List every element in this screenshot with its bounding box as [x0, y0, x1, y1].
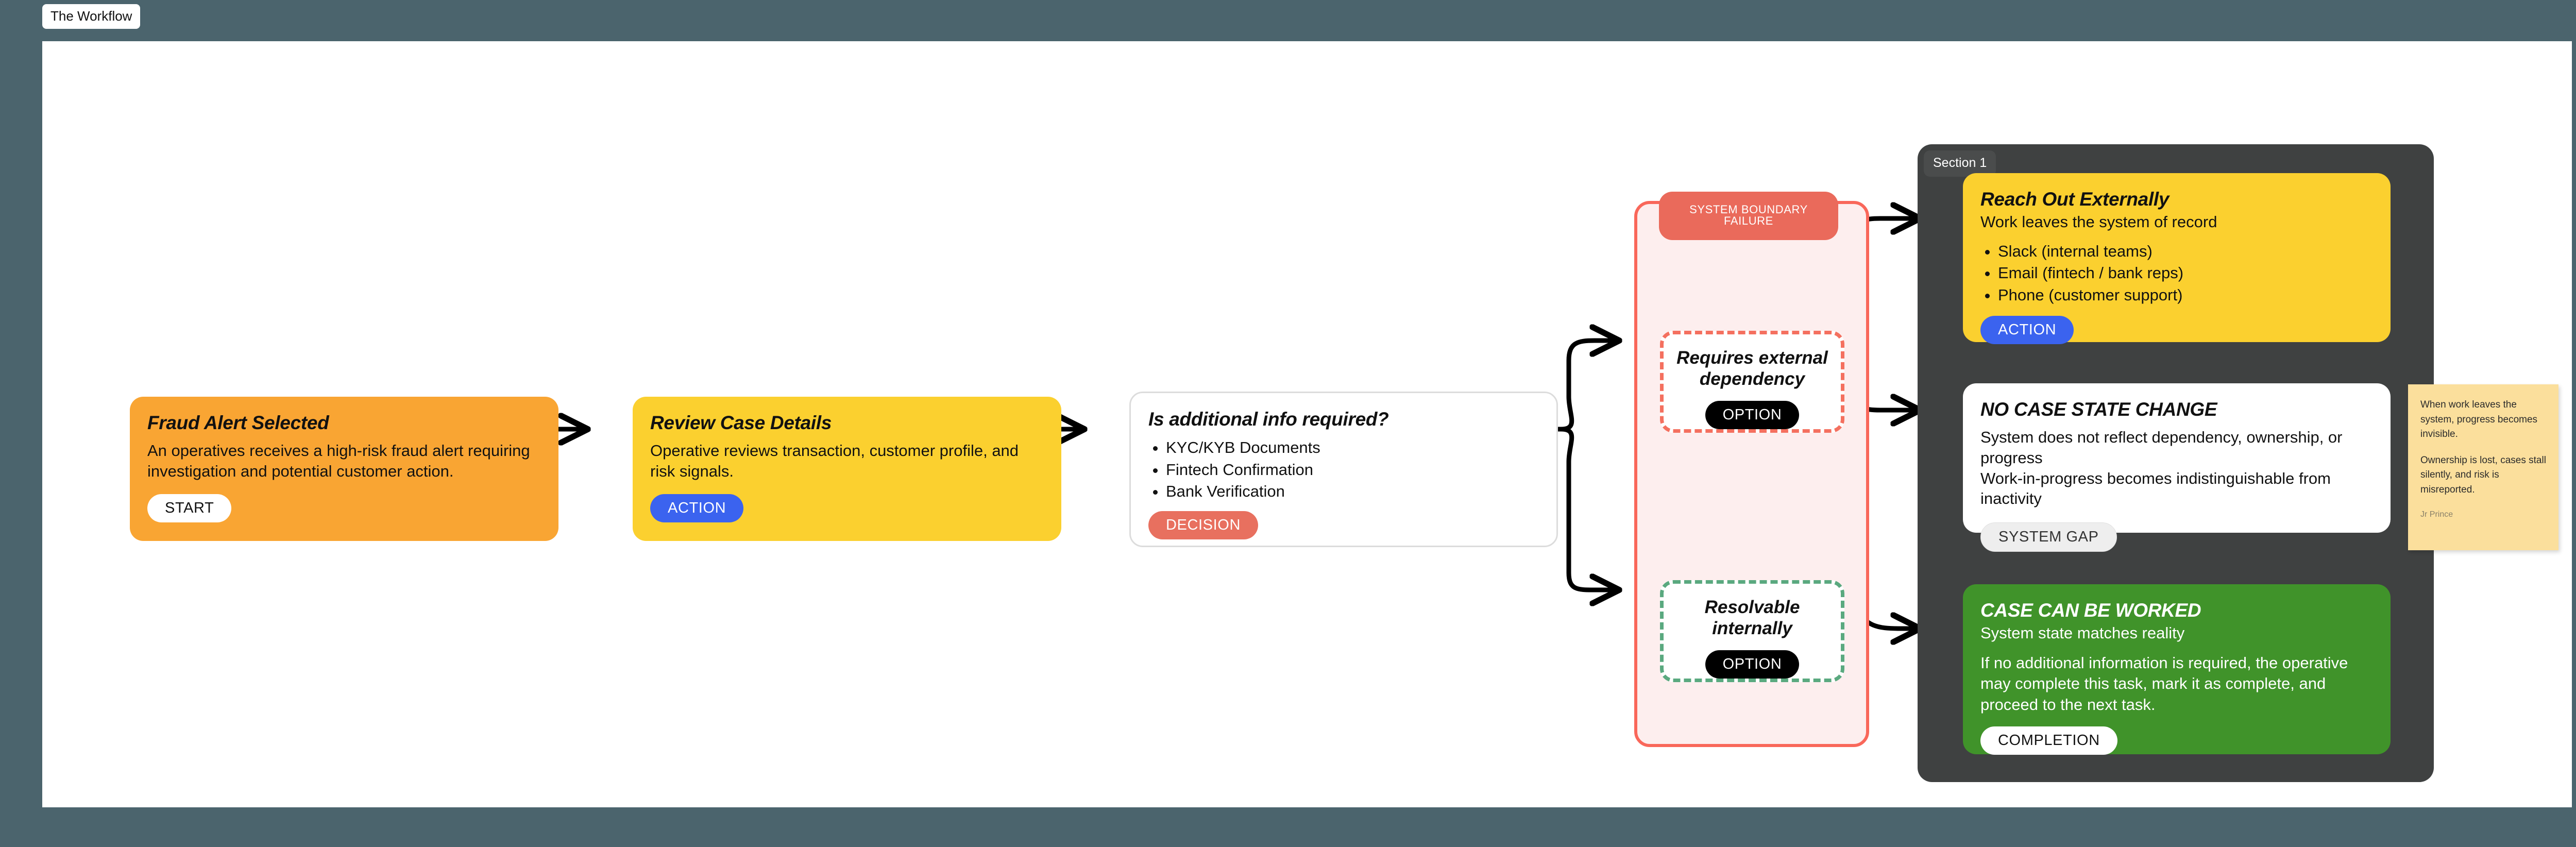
- button-row: SYSTEM GAP: [1980, 522, 2373, 552]
- node-fraud-alert-selected[interactable]: Fraud Alert Selected An operatives recei…: [130, 397, 558, 541]
- decision-item-list: KYC/KYB Documents Fintech Confirmation B…: [1166, 437, 1539, 502]
- option-title: Requires external dependency: [1676, 348, 1828, 389]
- action-button[interactable]: ACTION: [650, 494, 744, 522]
- card-no-case-state-change[interactable]: NO CASE STATE CHANGE System does not ref…: [1963, 383, 2391, 552]
- button-row: START: [147, 494, 541, 522]
- option-title: Resolvable internally: [1704, 597, 1800, 638]
- connector-3-upper: [1558, 341, 1617, 432]
- connector-3-lower: [1558, 427, 1617, 590]
- option-button[interactable]: OPTION: [1705, 650, 1800, 679]
- completion-button[interactable]: COMPLETION: [1980, 726, 2117, 755]
- sticky-author: Jr Prince: [2420, 510, 2453, 519]
- button-row: ACTION: [650, 494, 1044, 522]
- sticky-paragraph-1: When work leaves the system, progress be…: [2420, 399, 2538, 439]
- node-review-case-details[interactable]: Review Case Details Operative reviews tr…: [633, 397, 1061, 541]
- option-resolvable-internally[interactable]: Resolvable internally OPTION: [1660, 580, 1844, 682]
- card-line-2: Work-in-progress becomes indistinguishab…: [1980, 469, 2331, 508]
- button-row: DECISION: [1148, 511, 1539, 540]
- card-body: If no additional information is required…: [1980, 654, 2348, 714]
- group-label-system-boundary-failure: SYSTEM BOUNDARY FAILURE: [1659, 192, 1838, 240]
- list-item: Phone (customer support): [1998, 284, 2373, 306]
- list-item: KYC/KYB Documents: [1166, 437, 1539, 458]
- node-title: Fraud Alert Selected: [147, 412, 329, 433]
- section-label: Section 1: [1924, 150, 1996, 177]
- list-item: Email (fintech / bank reps): [1998, 262, 2373, 283]
- option-button[interactable]: OPTION: [1705, 401, 1800, 430]
- card-item-list: Slack (internal teams) Email (fintech / …: [1998, 241, 2373, 306]
- window-title-tab: The Workflow: [42, 4, 141, 29]
- decision-button[interactable]: DECISION: [1148, 511, 1258, 540]
- sticky-paragraph-2: Ownership is lost, cases stall silently,…: [2420, 454, 2546, 495]
- system-gap-button[interactable]: SYSTEM GAP: [1980, 522, 2117, 552]
- node-title: Review Case Details: [650, 412, 832, 433]
- card-line-1: System does not reflect dependency, owne…: [1980, 428, 2343, 467]
- node-title: Is additional info required?: [1148, 409, 1389, 430]
- card-title: CASE CAN BE WORKED: [1980, 600, 2201, 621]
- node-description: An operatives receives a high-risk fraud…: [147, 442, 530, 481]
- action-button[interactable]: ACTION: [1980, 315, 2074, 344]
- card-subtitle: Work leaves the system of record: [1980, 213, 2217, 231]
- list-item: Slack (internal teams): [1998, 241, 2373, 262]
- node-description: Operative reviews transaction, customer …: [650, 442, 1019, 481]
- list-item: Bank Verification: [1166, 481, 1539, 502]
- button-row: ACTION: [1980, 315, 2373, 344]
- card-subtitle: System state matches reality: [1980, 624, 2185, 642]
- option-requires-external-dependency[interactable]: Requires external dependency OPTION: [1660, 331, 1844, 433]
- sticky-note[interactable]: When work leaves the system, progress be…: [2408, 384, 2558, 550]
- start-button[interactable]: START: [147, 494, 232, 522]
- card-case-can-be-worked[interactable]: CASE CAN BE WORKED System state matches …: [1963, 584, 2391, 755]
- button-row: COMPLETION: [1980, 726, 2373, 755]
- node-is-additional-info-required[interactable]: Is additional info required? KYC/KYB Doc…: [1129, 392, 1558, 547]
- workflow-canvas[interactable]: Fraud Alert Selected An operatives recei…: [42, 41, 2572, 807]
- card-title: Reach Out Externally: [1980, 189, 2170, 210]
- card-reach-out-externally[interactable]: Reach Out Externally Work leaves the sys…: [1963, 173, 2391, 344]
- card-title: NO CASE STATE CHANGE: [1980, 399, 2217, 420]
- list-item: Fintech Confirmation: [1166, 459, 1539, 480]
